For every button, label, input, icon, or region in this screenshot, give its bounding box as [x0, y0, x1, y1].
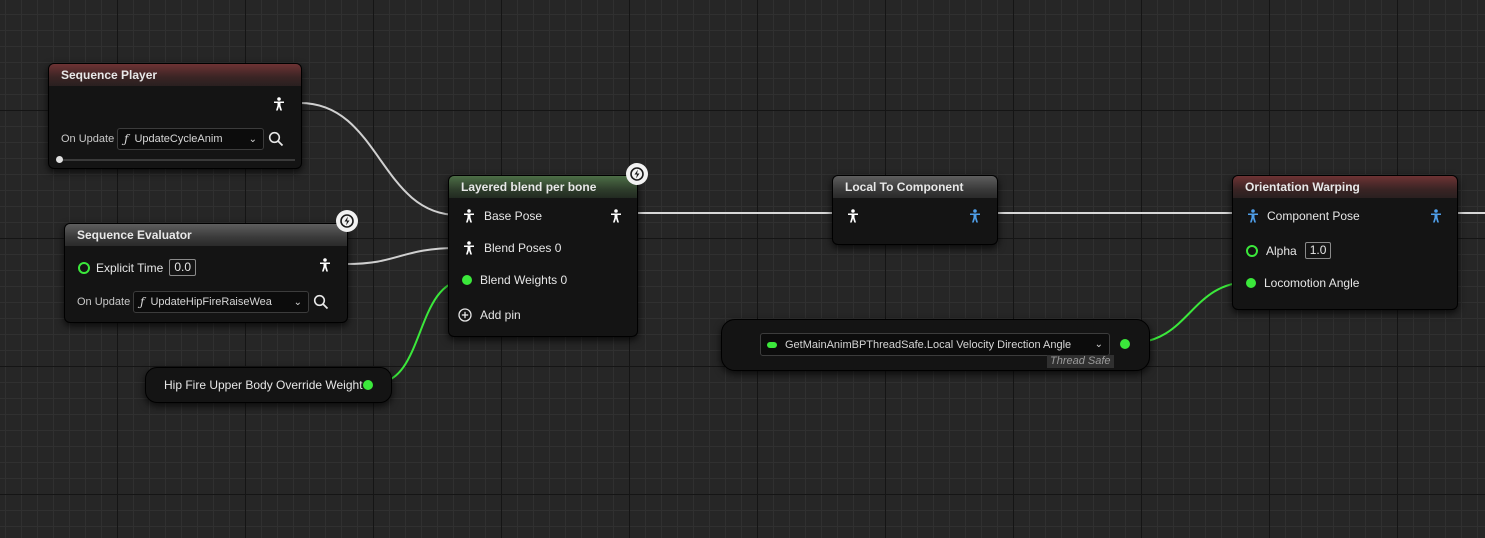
- layered-blend-title: Layered blend per bone: [449, 176, 637, 198]
- person-icon: [1431, 209, 1441, 223]
- person-icon[interactable]: [1247, 209, 1259, 223]
- chevron-down-icon: ⌄: [293, 296, 302, 308]
- variable-name: Hip Fire Upper Body Override Weight: [164, 378, 363, 392]
- search-icon[interactable]: [313, 294, 329, 310]
- float-output-pin[interactable]: [363, 380, 373, 390]
- chevron-down-icon: ⌄: [248, 133, 257, 145]
- explicit-time-pin-row[interactable]: Explicit Time 0.0: [78, 259, 197, 276]
- on-update-label: On Update: [77, 296, 131, 308]
- person-icon[interactable]: [463, 241, 475, 255]
- thread-safe-badge: Thread Safe: [1047, 355, 1114, 368]
- base-pose-label: Base Pose: [484, 209, 543, 223]
- pose-output-pin[interactable]: [319, 258, 331, 277]
- get-main-anim-thread-safe-variable[interactable]: GetMainAnimBPThreadSafe.Local Velocity D…: [721, 319, 1150, 371]
- lightning-icon: [336, 210, 358, 232]
- sequence-evaluator-node[interactable]: Sequence Evaluator Explicit Time 0.0 On …: [64, 223, 348, 323]
- sequence-player-node[interactable]: Sequence Player On Update ƒ UpdateCycleA…: [48, 63, 302, 169]
- chevron-down-icon: ⌄: [1094, 339, 1103, 350]
- local-pose-input-pin[interactable]: [847, 209, 859, 228]
- alpha-value[interactable]: 1.0: [1304, 242, 1332, 259]
- play-position-slider[interactable]: [56, 156, 295, 163]
- pose-output-pin[interactable]: [610, 209, 622, 228]
- pose-output-pin[interactable]: [273, 97, 285, 116]
- on-update-function-value: UpdateCycleAnim: [134, 133, 223, 145]
- function-f-icon: ƒ: [140, 295, 145, 309]
- person-icon: [970, 209, 980, 223]
- orientation-warping-node[interactable]: Orientation Warping Component Pose Alpha…: [1232, 175, 1458, 310]
- explicit-time-value[interactable]: 0.0: [169, 259, 197, 276]
- lightning-icon: [626, 163, 648, 185]
- local-to-component-title: Local To Component: [833, 176, 997, 198]
- blend-weights-pin-row[interactable]: Blend Weights 0: [462, 273, 567, 287]
- blend-poses-pin-row[interactable]: Blend Poses 0: [463, 241, 561, 255]
- on-update-function-value: UpdateHipFireRaiseWea: [150, 296, 272, 308]
- person-icon: [320, 258, 330, 272]
- on-update-function-combo[interactable]: ƒ UpdateHipFireRaiseWea ⌄: [133, 291, 309, 313]
- blend-poses-label: Blend Poses 0: [484, 241, 562, 255]
- on-update-label: On Update: [61, 133, 115, 145]
- slider-handle[interactable]: [56, 156, 63, 163]
- property-type-icon: [767, 341, 777, 348]
- local-to-component-node[interactable]: Local To Component: [832, 175, 998, 245]
- property-access-path: GetMainAnimBPThreadSafe.Local Velocity D…: [785, 338, 1072, 351]
- sequence-evaluator-title: Sequence Evaluator: [65, 224, 347, 246]
- base-pose-pin-row[interactable]: Base Pose: [463, 209, 542, 223]
- component-pose-pin-row[interactable]: Component Pose: [1247, 209, 1360, 223]
- component-pose-output-pin[interactable]: [1430, 209, 1442, 228]
- add-pin-button[interactable]: Add pin: [458, 308, 521, 322]
- component-pose-label: Component Pose: [1267, 209, 1360, 223]
- wire-sequence-evaluator-to-blend-poses: [345, 247, 459, 265]
- locomotion-angle-pin-icon[interactable]: [1246, 278, 1256, 288]
- person-icon: [611, 209, 621, 223]
- sequence-player-title: Sequence Player: [49, 64, 301, 86]
- layered-blend-per-bone-node[interactable]: Layered blend per bone Base Pose Blend P…: [448, 175, 638, 337]
- person-icon: [848, 209, 858, 223]
- function-f-icon: ƒ: [124, 132, 129, 146]
- on-update-function-combo[interactable]: ƒ UpdateCycleAnim ⌄: [117, 128, 264, 150]
- person-icon[interactable]: [463, 209, 475, 223]
- locomotion-angle-pin-row[interactable]: Locomotion Angle: [1246, 276, 1359, 290]
- orientation-warping-title: Orientation Warping: [1233, 176, 1457, 198]
- plus-circle-icon: [458, 308, 472, 322]
- hip-fire-override-weight-variable[interactable]: Hip Fire Upper Body Override Weight: [145, 367, 392, 403]
- wire-sequence-player-to-base-pose: [299, 102, 459, 216]
- blend-weights-label: Blend Weights 0: [480, 273, 568, 287]
- alpha-pin-icon[interactable]: [1246, 244, 1258, 257]
- search-icon[interactable]: [268, 131, 284, 147]
- alpha-pin-row[interactable]: Alpha 1.0: [1246, 242, 1332, 259]
- property-access-combo[interactable]: GetMainAnimBPThreadSafe.Local Velocity D…: [760, 333, 1110, 356]
- float-output-pin[interactable]: [1120, 339, 1130, 349]
- person-icon: [274, 97, 284, 111]
- add-pin-label: Add pin: [480, 308, 521, 322]
- alpha-label: Alpha: [1266, 243, 1297, 258]
- locomotion-angle-label: Locomotion Angle: [1264, 276, 1360, 290]
- explicit-time-pin-icon[interactable]: [78, 261, 90, 274]
- component-pose-output-pin[interactable]: [969, 209, 981, 228]
- blend-weights-pin-icon[interactable]: [462, 275, 472, 285]
- explicit-time-label: Explicit Time: [96, 260, 164, 275]
